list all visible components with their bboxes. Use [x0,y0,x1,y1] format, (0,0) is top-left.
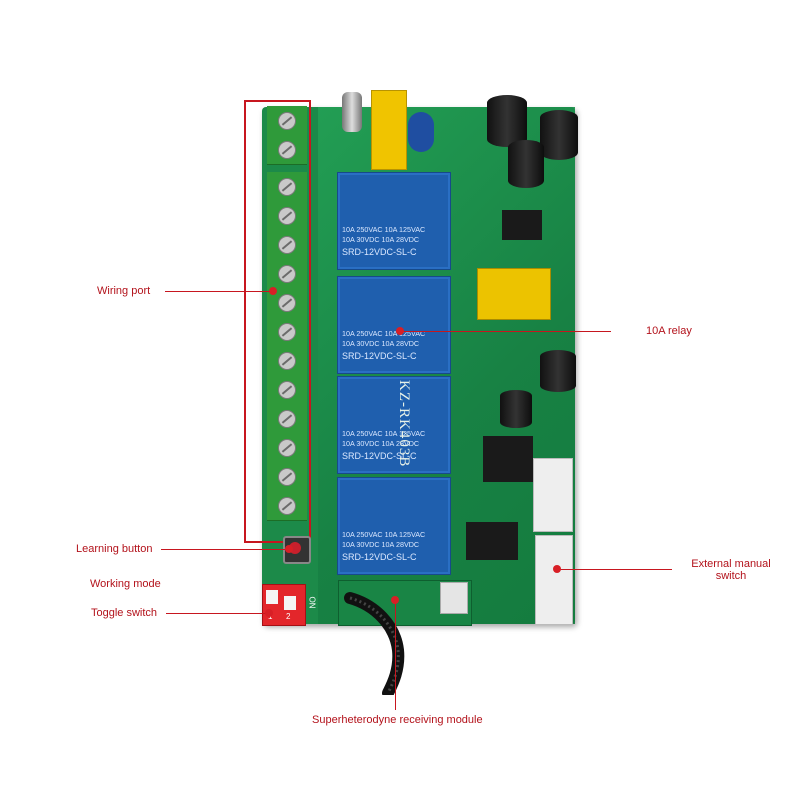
screw-icon [278,178,296,196]
label-working-mode: Working mode [90,578,161,590]
terminal-screw-14 [267,491,307,521]
ic-chip-3 [502,210,542,240]
screw-icon [278,497,296,515]
receiver-leader [395,600,396,710]
connector-upper [533,458,573,532]
relay-rating-dc: 10A 30VDC 10A 28VDC [342,439,420,448]
screw-icon [278,352,296,370]
relay-dot [396,327,404,335]
relay-2: 10A 250VAC 10A 125VAC 10A 30VDC 10A 28VD… [337,276,451,374]
external-switch-leader [558,569,672,570]
capacitor-4 [540,350,576,392]
learning-button-leader [161,549,289,550]
relay-rating-ac: 10A 250VAC 10A 125VAC [342,329,426,338]
ic-chip-1 [483,436,533,482]
connector-lower [535,535,573,625]
learning-button-dot [285,545,293,553]
relay-3: 10A 250VAC 10A 125VAC 10A 30VDC 10A 28VD… [337,376,451,474]
relay-leader [401,331,611,332]
wiring-port-dot [269,287,277,295]
relay-rating-dc: 10A 30VDC 10A 28VDC [342,540,420,549]
capacitor-1 [487,95,527,147]
terminal-screw-12 [267,433,307,463]
screw-icon [278,323,296,341]
label-external-switch-line2: switch [715,570,747,582]
relay-4: 10A 250VAC 10A 125VAC 10A 30VDC 10A 28VD… [337,477,451,575]
capacitor-5 [500,390,532,428]
relay-rating-dc: 10A 30VDC 10A 28VDC [342,235,420,244]
dip-lever-2[interactable] [284,596,296,610]
terminal-screw-2 [267,135,307,165]
terminal-screw-13 [267,462,307,492]
relay-model: SRD-12VDC-SL-C [342,451,417,461]
wiring-port-outline [244,100,311,543]
dip-on-label: ON [307,596,317,609]
screw-icon [278,112,296,130]
capacitor-3 [508,140,544,188]
receiver-dot [391,596,399,604]
external-switch-dot [553,565,561,573]
terminal-screw-7 [267,288,307,318]
relay-model: SRD-12VDC-SL-C [342,247,417,257]
label-receiver-module: Superheterodyne receiving module [312,714,483,726]
yellow-capacitor [371,90,407,170]
terminal-screw-5 [267,230,307,260]
board-marking: KZ-RK403B [395,380,412,467]
label-external-switch: External manual switch [683,558,779,582]
screw-icon [278,439,296,457]
board-marking-text: KZ-RK403B [396,380,412,468]
toggle-switch-dot [265,609,273,617]
transformer [477,268,551,320]
ic-chip-2 [466,522,518,560]
relay-model: SRD-12VDC-SL-C [342,351,417,361]
screw-icon [278,468,296,486]
terminal-screw-9 [267,346,307,376]
dip-position-2: 2 [286,612,291,621]
relay-model: SRD-12VDC-SL-C [342,552,417,562]
screw-icon [278,236,296,254]
screw-icon [278,410,296,428]
terminal-screw-4 [267,201,307,231]
screw-icon [278,381,296,399]
label-external-switch-line1: External manual [691,558,771,570]
screw-icon [278,265,296,283]
antenna-coil [344,592,405,695]
screw-icon [278,207,296,225]
relay-rating-ac: 10A 250VAC 10A 125VAC [342,530,426,539]
capacitor-2 [540,110,578,160]
relay-1: 10A 250VAC 10A 125VAC 10A 30VDC 10A 28VD… [337,172,451,270]
receiver-header [440,582,468,614]
label-wiring-port: Wiring port [97,285,151,297]
toggle-switch-leader [166,613,270,614]
wiring-port-leader [165,291,273,292]
terminal-screw-10 [267,375,307,405]
label-learning-button: Learning button [76,543,153,555]
label-toggle-switch: Toggle switch [91,607,158,619]
screw-icon [278,294,296,312]
relay-rating-ac: 10A 250VAC 10A 125VAC [342,225,426,234]
fuse [342,92,362,132]
terminal-screw-1 [267,106,307,136]
relay-rating-ac: 10A 250VAC 10A 125VAC [342,429,426,438]
dip-lever-1[interactable] [266,590,278,604]
label-relay: 10A relay [646,325,692,337]
blue-varistor [408,112,434,152]
screw-icon [278,141,296,159]
relay-rating-dc: 10A 30VDC 10A 28VDC [342,339,420,348]
